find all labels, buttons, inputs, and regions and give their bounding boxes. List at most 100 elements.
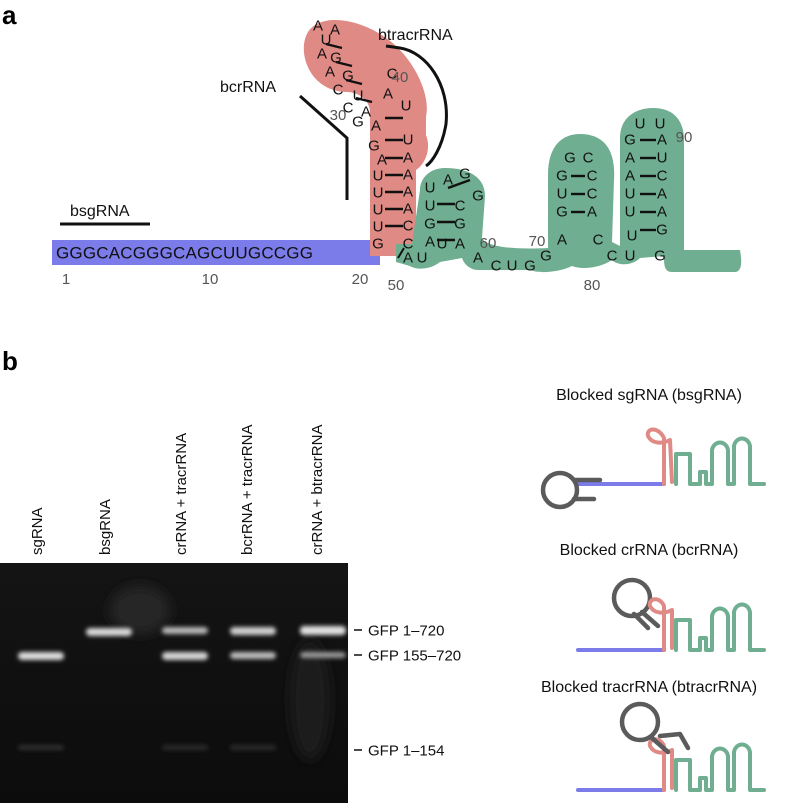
- band-label-1-154: GFP 1–154: [368, 743, 444, 760]
- nucleotide-24: A: [403, 150, 413, 167]
- spacer-highlight: [52, 240, 380, 265]
- nucleotide-32: G: [459, 166, 471, 183]
- nucleotide-3: A: [317, 46, 327, 63]
- btracrrna-bracket: [385, 44, 448, 168]
- lane-label-crrna-tracrrna: crRNA + tracrRNA: [173, 433, 190, 555]
- nucleotide-57: C: [593, 232, 604, 249]
- band-cr-btracr-top: [300, 626, 346, 635]
- nucleotide-68: A: [657, 132, 667, 149]
- nucleotide-48: A: [557, 232, 567, 249]
- nucleotide-0: A: [313, 18, 323, 35]
- schematic-title-bsgrna: Blocked sgRNA (bsgRNA): [556, 387, 742, 404]
- lane-label-sgrna: sgRNA: [29, 507, 46, 555]
- nucleotide-35: C: [455, 198, 466, 215]
- band-cr-tracr-mid: [162, 652, 208, 660]
- schematic-bsgrna: [540, 427, 766, 510]
- nucleotide-52: G: [564, 150, 576, 167]
- nucleotide-27: A: [403, 201, 413, 218]
- nucleotide-41: U: [437, 236, 448, 253]
- nucleotide-58: C: [607, 248, 618, 265]
- nucleotide-54: C: [587, 168, 598, 185]
- nucleotide-6: G: [342, 68, 354, 85]
- nucleotide-62: U: [625, 186, 636, 203]
- nucleotide-39: A: [403, 250, 413, 267]
- nucleotide-60: U: [627, 228, 638, 245]
- lane-label-bsgrna: bsgRNA: [97, 499, 114, 555]
- nucleotide-31: A: [443, 172, 453, 189]
- band-bcr-tracr-top: [230, 627, 276, 635]
- band-cr-tracr-low: [162, 745, 208, 750]
- nucleotide-63: A: [625, 168, 635, 185]
- nucleotide-46: G: [524, 258, 536, 275]
- schematic-title-btracrrna: Blocked tracrRNA (btracrRNA): [541, 679, 757, 696]
- nucleotide-65: G: [624, 132, 636, 149]
- nucleotide-28: C: [403, 218, 414, 235]
- nucleotide-43: A: [473, 250, 483, 267]
- band-label-1-720: GFP 1–720: [368, 623, 444, 640]
- nucleotide-36: G: [424, 216, 436, 233]
- schematic-btracrrna: [576, 701, 766, 792]
- nucleotide-18: U: [373, 168, 384, 185]
- spacer-sequence: GGGCACGGGCAGCUUGCCGG: [56, 244, 313, 263]
- nucleotide-9: C: [343, 100, 354, 117]
- panel-a-letter: a: [2, 0, 17, 30]
- nucleotide-55: C: [587, 186, 598, 203]
- nucleotide-1: A: [330, 22, 340, 39]
- nucleotide-42: A: [455, 236, 465, 253]
- nucleotide-2: U: [321, 32, 332, 49]
- nucleotide-30: U: [425, 180, 436, 197]
- nucleotide-20: U: [373, 202, 384, 219]
- nucleotide-17: A: [377, 152, 387, 169]
- btracrrna-label: btracrRNA: [378, 27, 453, 44]
- schematic-title-bcrrna: Blocked crRNA (bcrRNA): [560, 542, 739, 559]
- index-60: 60: [480, 235, 497, 252]
- nucleotide-12: G: [352, 114, 364, 131]
- bcrrna-bracket: [299, 94, 349, 200]
- index-20: 20: [352, 271, 369, 288]
- panel-b-letter: b: [2, 346, 18, 376]
- nucleotide-49: G: [556, 204, 568, 221]
- band-bsgrna-top: [86, 628, 132, 636]
- index-1: 1: [62, 271, 70, 288]
- nucleotide-21: U: [373, 219, 384, 236]
- nucleotide-73: G: [656, 222, 668, 239]
- band-cr-btracr-mid: [300, 652, 346, 658]
- index-30: 30: [330, 107, 347, 124]
- nucleotide-64: A: [625, 150, 635, 167]
- nucleotide-25: A: [403, 167, 413, 184]
- band-labels: GFP 1–720 GFP 155–720 GFP 1–154: [354, 623, 461, 760]
- nucleotide-8: U: [353, 88, 364, 105]
- band-bcr-tracr-low: [230, 745, 276, 750]
- gel-smudge: [110, 586, 170, 634]
- nucleotide-11: A: [371, 118, 381, 135]
- nucleotide-34: U: [425, 198, 436, 215]
- band-sgrna-mid: [18, 652, 64, 660]
- index-10: 10: [202, 271, 219, 288]
- nucleotide-47: G: [540, 248, 552, 265]
- nucleotide-66: U: [635, 116, 646, 133]
- nucleotide-72: A: [657, 204, 667, 221]
- gel-smear: [290, 640, 330, 760]
- index-70: 70: [529, 233, 546, 250]
- rna-highlights: [52, 20, 742, 273]
- nucleotide-61: U: [625, 204, 636, 221]
- nucleotide-51: G: [556, 168, 568, 185]
- nucleotide-71: A: [657, 186, 667, 203]
- nucleotide-56: A: [587, 204, 597, 221]
- nucleotide-10: A: [361, 104, 371, 121]
- nucleotide-19: U: [373, 185, 384, 202]
- nucleotide-74: G: [654, 248, 666, 265]
- nucleotide-37: G: [454, 216, 466, 233]
- bcrrna-label: bcrRNA: [220, 79, 276, 96]
- band-sgrna-low: [18, 745, 64, 750]
- nucleotide-7: C: [333, 82, 344, 99]
- lane-label-crrna-btracrrna: crRNA + btracrRNA: [309, 425, 326, 555]
- gel-background: [0, 563, 348, 803]
- nucleotide-15: U: [401, 98, 412, 115]
- index-80: 80: [584, 277, 601, 294]
- nucleotide-23: U: [403, 132, 414, 149]
- nucleotide-44: C: [491, 258, 502, 275]
- nucleotide-38: A: [425, 234, 435, 251]
- nucleotide-50: U: [557, 186, 568, 203]
- nucleotide-5: A: [325, 64, 335, 81]
